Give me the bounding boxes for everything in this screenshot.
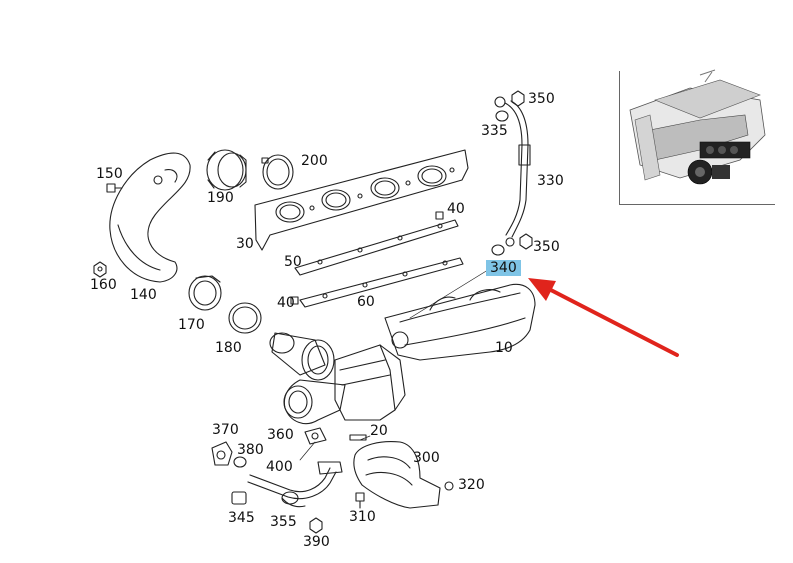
clamp-part-170 [188, 275, 222, 311]
exhaust-manifold-part-10 [384, 283, 536, 361]
engine-inset-frame [619, 71, 775, 205]
manifold-flange-part-30 [254, 149, 469, 251]
callout-390[interactable]: 390 [303, 534, 330, 550]
callout-200[interactable]: 200 [301, 153, 328, 169]
hose-part-355 [281, 497, 306, 508]
bolt-part-160 [93, 261, 107, 278]
seal-part-380 [233, 456, 247, 468]
callout-40-bottom[interactable]: 40 [277, 295, 295, 311]
callout-190[interactable]: 190 [207, 190, 234, 206]
nut-part-40a [435, 211, 444, 220]
gasket-part-60 [299, 257, 464, 308]
callout-310[interactable]: 310 [349, 509, 376, 525]
stud-part-20 [349, 434, 367, 441]
sleeve-part-190 [206, 149, 247, 191]
callout-300[interactable]: 300 [413, 450, 440, 466]
engine-inset-image [629, 69, 766, 185]
turbocharger [269, 332, 406, 425]
leader-lines [299, 264, 497, 461]
return-pipe-part-400 [247, 461, 343, 505]
callout-360[interactable]: 360 [267, 427, 294, 443]
callout-380[interactable]: 380 [237, 442, 264, 458]
callout-180[interactable]: 180 [215, 340, 242, 356]
bolt-part-310 [355, 492, 365, 509]
callout-330[interactable]: 330 [537, 173, 564, 189]
bolt-part-150 [106, 183, 123, 193]
callout-140[interactable]: 140 [130, 287, 157, 303]
callout-345[interactable]: 345 [228, 510, 255, 526]
washer-part-335 [495, 110, 509, 122]
banjo-bolt-part-350b [505, 233, 533, 250]
gasket-part-360 [304, 427, 327, 445]
bolt-part-320 [444, 481, 454, 491]
callout-30[interactable]: 30 [236, 236, 254, 252]
nut-part-40b [290, 296, 299, 305]
callout-350-bottom[interactable]: 350 [533, 239, 560, 255]
callout-370[interactable]: 370 [212, 422, 239, 438]
callout-60[interactable]: 60 [357, 294, 375, 310]
gasket-part-50 [294, 219, 459, 276]
callout-170[interactable]: 170 [178, 317, 205, 333]
clamp-part-200 [261, 154, 294, 190]
callout-320[interactable]: 320 [458, 477, 485, 493]
banjo-bolt-part-350a [511, 90, 525, 107]
sleeve-part-345 [231, 491, 247, 505]
callout-350-top[interactable]: 350 [528, 91, 555, 107]
callout-400[interactable]: 400 [266, 459, 293, 475]
clamp-part-180 [228, 302, 262, 334]
pointer-arrow [528, 278, 679, 357]
callout-40-top[interactable]: 40 [447, 201, 465, 217]
callout-150[interactable]: 150 [96, 166, 123, 182]
callout-340-highlighted[interactable]: 340 [486, 260, 521, 276]
callout-160[interactable]: 160 [90, 277, 117, 293]
washer-part-340 [491, 244, 505, 256]
bolt-part-390 [309, 517, 323, 534]
callout-10[interactable]: 10 [495, 340, 513, 356]
callout-20[interactable]: 20 [370, 423, 388, 439]
callout-335[interactable]: 335 [481, 123, 508, 139]
callout-355[interactable]: 355 [270, 514, 297, 530]
heat-shield-part-300 [353, 441, 441, 509]
oil-line-part-330 [494, 96, 531, 238]
intake-hose-part [109, 152, 191, 283]
gasket-part-370 [211, 441, 233, 466]
callout-50[interactable]: 50 [284, 254, 302, 270]
